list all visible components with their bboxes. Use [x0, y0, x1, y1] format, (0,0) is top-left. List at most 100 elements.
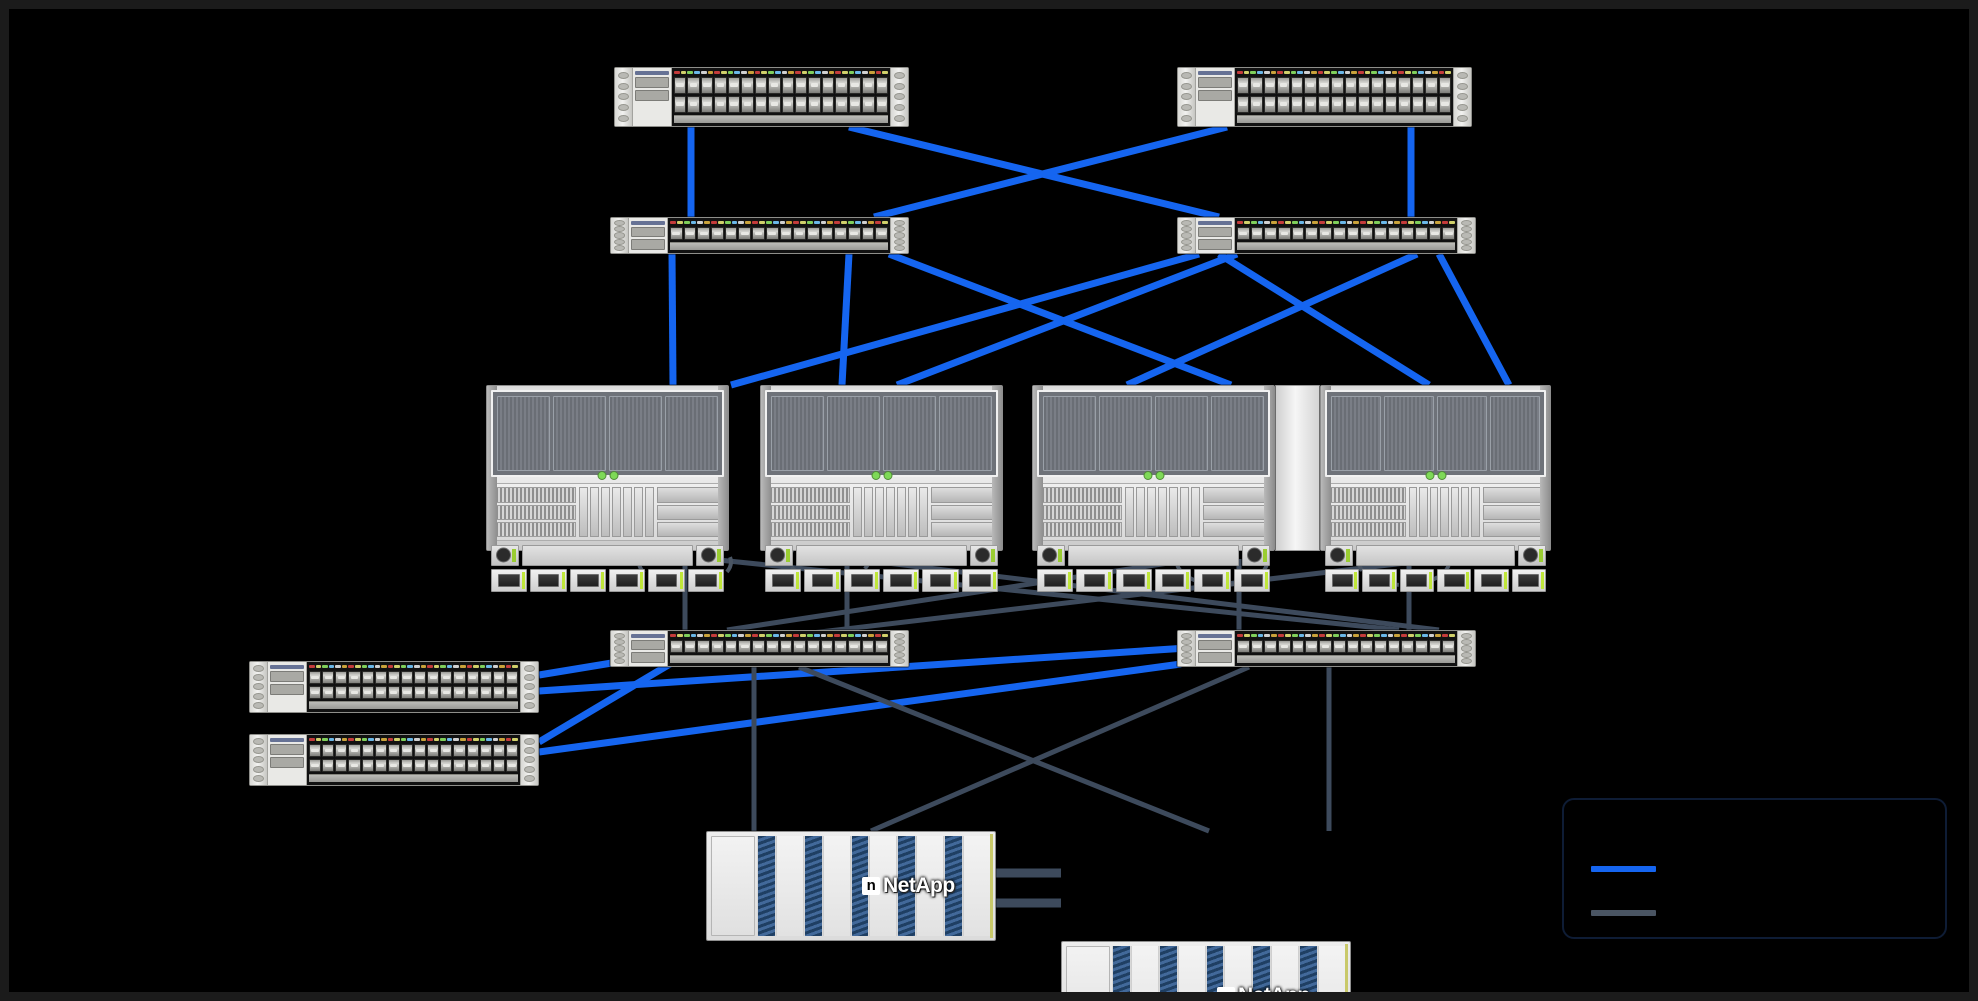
drive-carrier[interactable] [1158, 946, 1178, 992]
network-port[interactable] [1319, 227, 1332, 240]
network-port[interactable] [1373, 640, 1387, 653]
network-port[interactable] [1304, 77, 1317, 94]
network-port[interactable] [808, 96, 821, 113]
network-port[interactable] [466, 759, 479, 772]
network-port[interactable] [1278, 640, 1291, 653]
network-port[interactable] [1250, 227, 1264, 240]
server-3[interactable] [1032, 385, 1275, 592]
network-port[interactable] [1398, 96, 1411, 113]
drive-carrier[interactable] [1299, 946, 1318, 992]
network-port[interactable] [414, 671, 427, 684]
console-port[interactable] [631, 652, 665, 663]
network-port[interactable] [479, 686, 492, 699]
network-port[interactable] [400, 686, 413, 699]
nic-port[interactable] [1474, 568, 1509, 592]
network-port[interactable] [1237, 640, 1250, 653]
network-port[interactable] [505, 671, 518, 684]
network-port[interactable] [1264, 640, 1278, 653]
network-port[interactable] [400, 744, 413, 757]
nic-port[interactable] [1115, 568, 1152, 592]
console-port[interactable] [631, 639, 665, 651]
network-port[interactable] [427, 744, 440, 757]
network-port[interactable] [1317, 96, 1331, 113]
nic-port[interactable] [843, 568, 880, 592]
management-port-block[interactable] [629, 218, 668, 253]
network-port[interactable] [697, 640, 711, 653]
network-port[interactable] [1305, 227, 1319, 240]
network-port[interactable] [414, 744, 427, 757]
network-port[interactable] [683, 227, 697, 240]
nic-port[interactable] [1037, 568, 1074, 592]
network-port[interactable] [427, 759, 440, 772]
network-port[interactable] [1263, 96, 1277, 113]
console-port[interactable] [1198, 90, 1232, 101]
network-port[interactable] [714, 96, 727, 113]
nic-port[interactable] [608, 568, 646, 592]
network-port[interactable] [374, 744, 387, 757]
network-port[interactable] [806, 227, 820, 240]
network-port[interactable] [1360, 227, 1373, 240]
network-port[interactable] [427, 671, 440, 684]
network-port[interactable] [400, 759, 413, 772]
network-port[interactable] [670, 227, 683, 240]
network-port[interactable] [727, 77, 741, 94]
network-port[interactable] [711, 640, 724, 653]
network-port[interactable] [700, 77, 714, 94]
network-port[interactable] [1371, 77, 1384, 94]
network-port[interactable] [1428, 640, 1442, 653]
network-port[interactable] [1438, 77, 1451, 94]
network-port[interactable] [714, 77, 727, 94]
nic-port[interactable] [648, 568, 685, 592]
network-port[interactable] [711, 227, 724, 240]
network-port[interactable] [1344, 96, 1357, 113]
network-port[interactable] [861, 227, 875, 240]
network-port[interactable] [1387, 227, 1401, 240]
network-port[interactable] [1250, 77, 1263, 94]
network-port[interactable] [348, 671, 361, 684]
network-port[interactable] [862, 96, 875, 113]
network-port[interactable] [505, 686, 518, 699]
network-port[interactable] [1360, 640, 1373, 653]
network-port[interactable] [1237, 96, 1250, 113]
network-port[interactable] [361, 686, 374, 699]
nic-port[interactable] [1154, 568, 1192, 592]
network-port[interactable] [1401, 227, 1414, 240]
network-port[interactable] [1371, 96, 1384, 113]
network-port[interactable] [741, 96, 754, 113]
network-port[interactable] [875, 96, 888, 113]
network-port[interactable] [335, 759, 348, 772]
console-port[interactable] [631, 226, 665, 238]
console-port[interactable] [1198, 226, 1232, 238]
network-port[interactable] [1414, 640, 1428, 653]
drive-carrier[interactable] [803, 836, 823, 936]
nic-port[interactable] [1436, 568, 1472, 592]
network-port[interactable] [1398, 77, 1411, 94]
network-port[interactable] [794, 96, 808, 113]
network-port[interactable] [754, 96, 768, 113]
network-port[interactable] [335, 686, 348, 699]
network-port[interactable] [1425, 96, 1438, 113]
network-port[interactable] [835, 96, 848, 113]
management-port-block[interactable] [629, 631, 668, 666]
network-port[interactable] [1411, 77, 1425, 94]
network-port[interactable] [687, 96, 700, 113]
network-port[interactable] [453, 686, 466, 699]
drive-carrier[interactable] [757, 836, 776, 936]
drive-carrier[interactable] [1205, 946, 1225, 992]
network-port[interactable] [453, 671, 466, 684]
network-port[interactable] [875, 640, 888, 653]
console-port[interactable] [270, 744, 304, 755]
console-port[interactable] [1198, 652, 1232, 663]
network-port[interactable] [479, 744, 492, 757]
network-port[interactable] [440, 744, 453, 757]
network-port[interactable] [1411, 96, 1425, 113]
nic-port[interactable] [804, 568, 841, 592]
network-port[interactable] [479, 759, 492, 772]
network-port[interactable] [765, 640, 779, 653]
network-port[interactable] [1290, 77, 1304, 94]
drive-carrier[interactable] [1252, 946, 1272, 992]
management-port-block[interactable] [1196, 68, 1235, 126]
nic-port[interactable] [1325, 568, 1360, 592]
network-port[interactable] [1264, 227, 1278, 240]
